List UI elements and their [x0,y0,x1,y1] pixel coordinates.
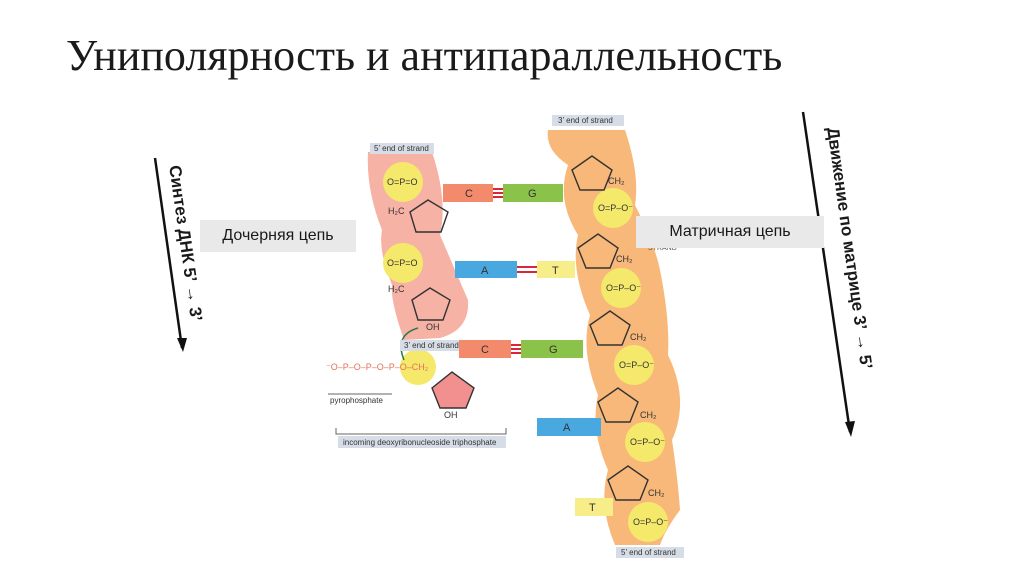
triphosphate-text: ⁻O–P–O–P–O–P–O–CH₂ [326,362,429,372]
base-c [459,340,511,358]
phosphate-circle [601,268,641,308]
chem-labels: O=P=O O=P=O O=P–O⁻ O=P–O⁻ O=P–O⁻ O=P–O⁻ … [326,176,668,527]
phosphate-circle [383,162,423,202]
right-arrow-head [845,421,855,437]
base-a [537,418,601,436]
template-bottom-label: 5’ end of strand [621,548,676,557]
slide-title: Униполярность и антипараллельность [66,31,783,80]
attack-arrow [400,327,419,361]
base-t [537,261,575,278]
sugar-ring [571,155,613,191]
sugar-ring [589,310,631,346]
template-strand-label-text: Матричная цепь [669,223,791,240]
daughter-bottom-label-box [400,340,466,351]
incoming-label: incoming deoxyribonucleoside triphosphat… [343,438,497,447]
ch2-text: CH₂ [608,176,625,186]
template-strand-label: Матричная цепь [636,216,824,248]
sugar-ring [409,199,449,233]
ch2-text: CH₂ [630,332,647,342]
h2c-text: H₂C [388,284,405,294]
ch2-text: CH₂ [648,488,665,498]
strand-tag: STRAND [648,245,677,252]
ch2-text: CH₂ [640,410,657,420]
base-g-label: G [528,188,537,200]
sugar-ring [411,287,451,321]
base-t [575,498,613,516]
sugar-ring [607,465,649,501]
base-c [443,184,493,202]
incoming-sugar-ring [431,371,475,409]
phosphate-text: O=P=O [387,258,418,268]
right-arrow-line [801,111,852,433]
left-arrow-line [153,157,184,349]
base-g [521,340,583,358]
base-t-label: T [552,265,559,277]
daughter-strand-label: Дочерняя цепь [200,220,356,252]
daughter-bottom-label: 3’ end of strand [404,341,459,350]
base-pair-1: C G [443,184,563,202]
daughter-top-label-box [370,143,434,154]
h2c-text: H₂C [388,206,405,216]
phosphate-circle [625,422,665,462]
phosphate-text: O=P–O⁻ [598,203,633,213]
oh-text: OH [444,410,458,420]
phosphate-text: O=P–O⁻ [630,437,665,447]
incoming-bracket [335,428,507,435]
left-arrow-head [177,338,187,352]
phosphate-circle [400,349,436,385]
template-top-label: 3’ end of strand [558,116,613,125]
base-a [455,261,517,278]
unpaired-base-a: A [537,418,601,436]
base-g-label: G [549,344,558,356]
daughter-sugars [409,199,451,321]
template-sugars [571,155,649,501]
phosphate-circle [628,502,668,542]
template-top-label-box [552,115,624,126]
phosphate-text: O=P–O⁻ [606,283,641,293]
base-pair-2: A T [455,261,575,278]
daughter-phosphates [383,162,436,385]
phosphate-circle [383,243,423,283]
oh-text: OH [426,322,440,332]
base-a-label: A [563,422,571,434]
pyrophosphate-label: pyrophosphate [330,396,383,405]
phosphate-text: O=P–O⁻ [633,517,668,527]
daughter-top-label: 5’ end of strand [374,144,429,153]
sugar-ring [577,233,619,269]
unpaired-base-t: T [575,498,613,516]
base-pair-3: C G [459,340,583,358]
template-bottom-label-box [616,547,684,558]
base-a-label: A [481,265,489,277]
phosphate-circle [614,345,654,385]
daughter-strand-label-text: Дочерняя цепь [222,227,334,244]
base-c-label: C [465,188,473,200]
template-phosphates [593,188,668,542]
phosphate-text: O=P–O⁻ [619,360,654,370]
phosphate-circle [593,188,633,228]
base-c-label: C [481,344,489,356]
incoming-label-box [338,436,506,448]
phosphate-text: O=P=O [387,177,418,187]
sugar-ring [597,387,639,423]
base-g [503,184,563,202]
base-t-label: T [589,502,596,514]
ch2-text: CH₂ [616,254,633,264]
